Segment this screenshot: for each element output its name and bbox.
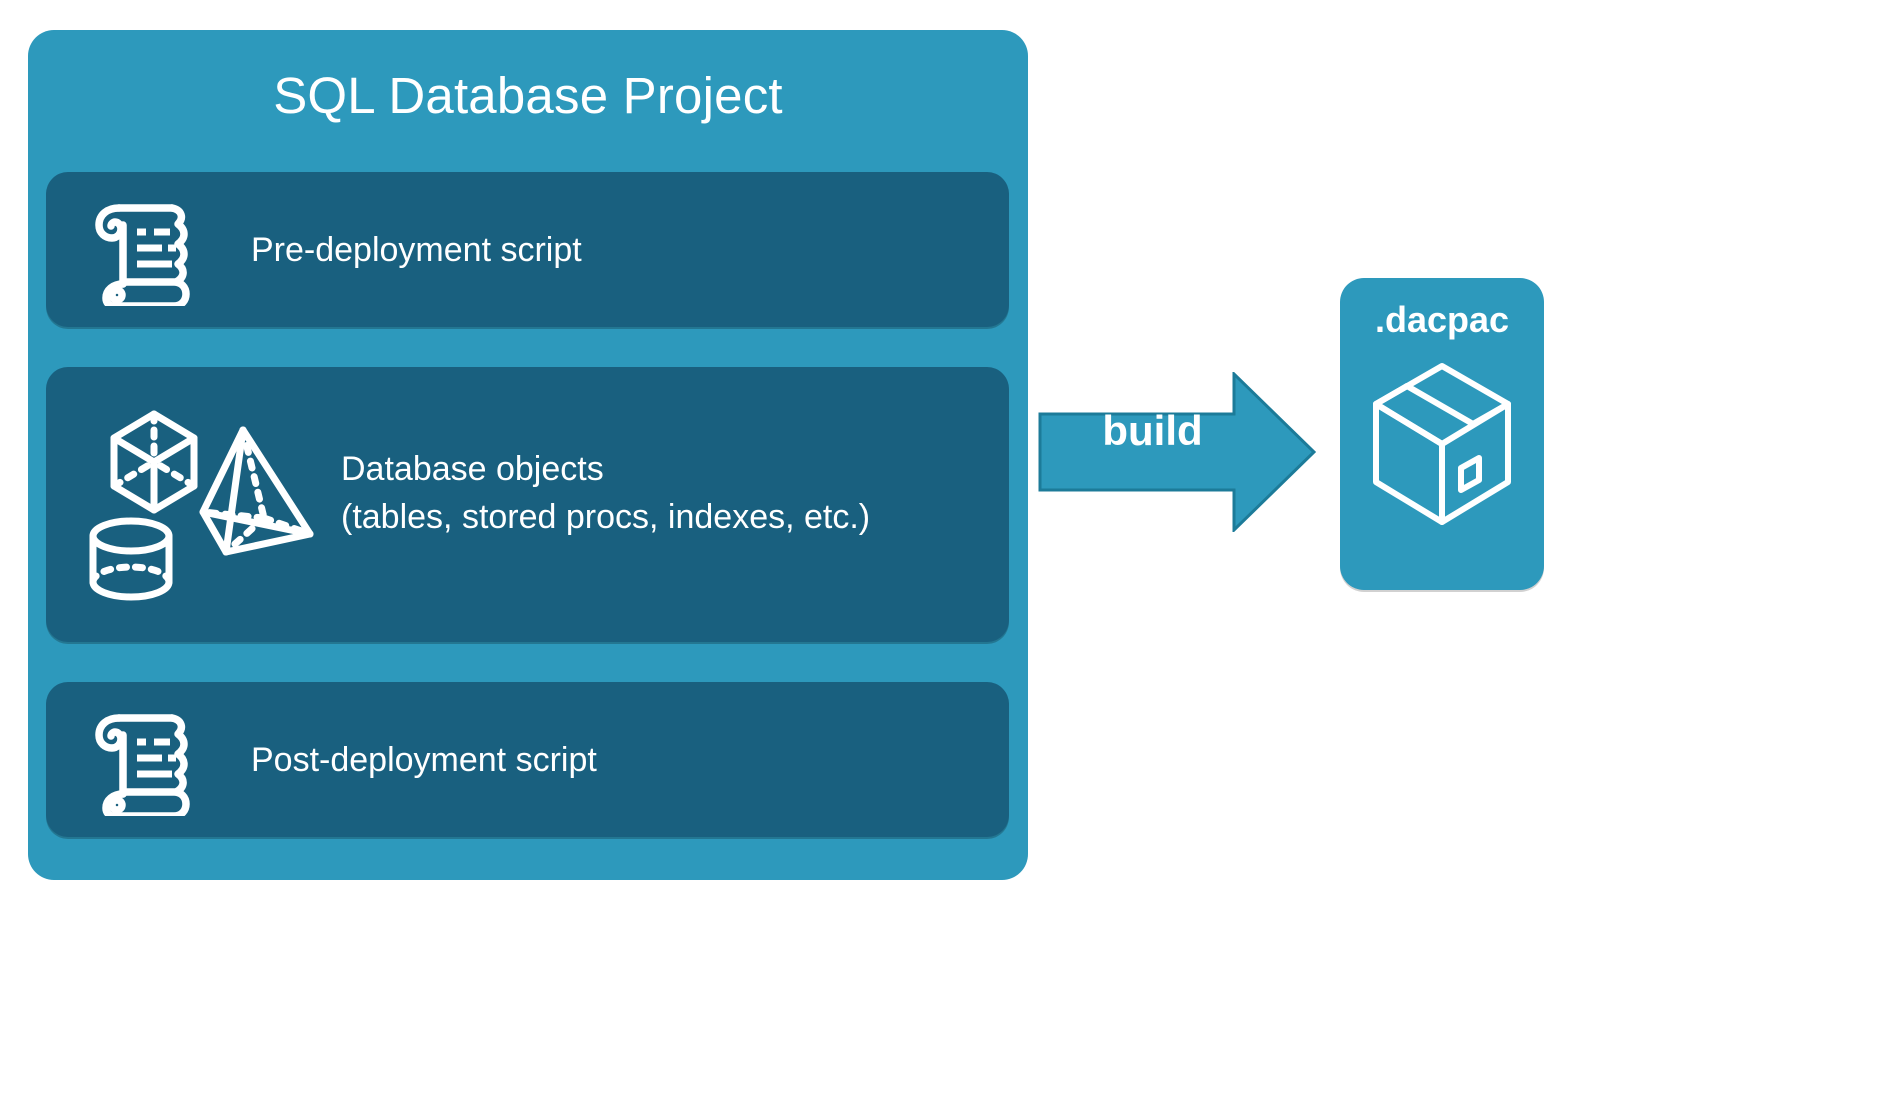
build-label: build [1102,407,1203,454]
dacpac-output-panel[interactable]: .dacpac [1340,278,1544,590]
card-post-deployment-script[interactable]: Post-deployment script [46,682,1009,837]
dacpac-title: .dacpac [1374,299,1510,340]
shapes-icon [68,392,328,622]
card-pre-deployment-script[interactable]: Pre-deployment script [46,172,1009,327]
project-title: SQL Database Project [273,67,783,124]
scroll-icon [86,704,198,821]
sql-database-project-panel: SQL Database Project [28,30,1028,880]
card-label-database-objects: Database objects (tables, stored procs, … [341,450,871,537]
card-database-objects[interactable]: Database objects (tables, stored procs, … [46,367,1009,642]
package-box-icon [1366,356,1518,541]
right-arrow-icon [1038,370,1317,534]
scroll-icon [86,194,198,311]
card-label-post-deployment: Post-deployment script [251,741,597,779]
card-label-pre-deployment: Pre-deployment script [251,231,582,269]
